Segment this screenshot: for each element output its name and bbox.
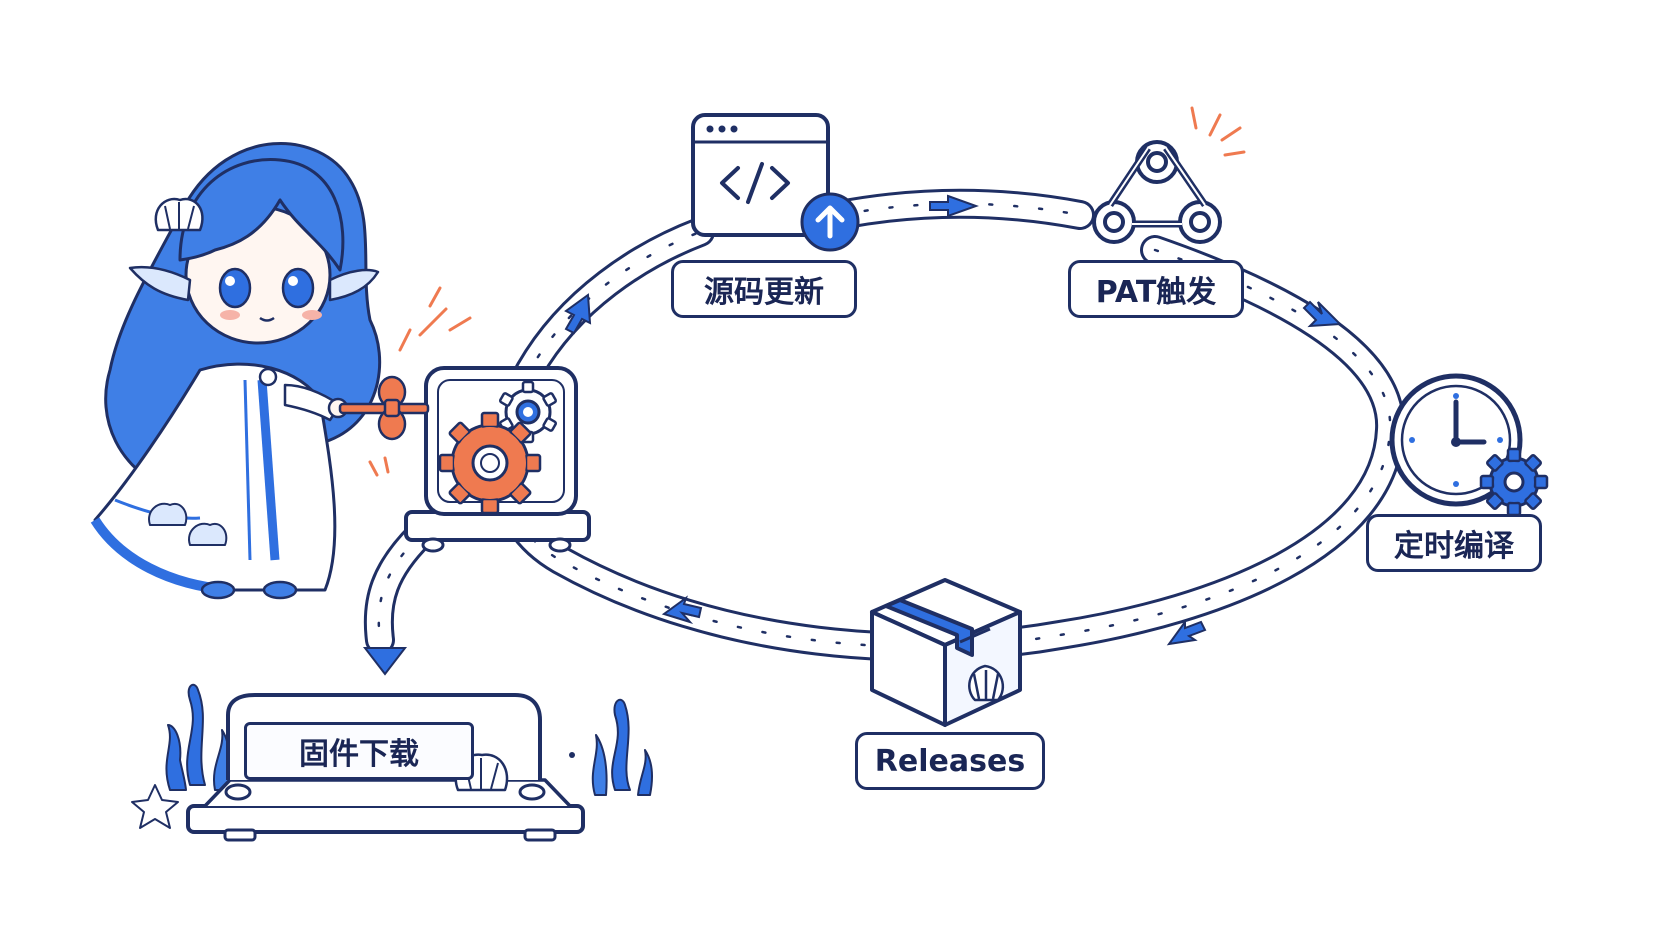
mermaid-girl-illustration — [90, 142, 382, 600]
wind-up-key-icon — [338, 375, 430, 441]
arrow-down-icon — [362, 647, 408, 676]
firmware-download-label[interactable]: 固件下载 — [244, 722, 474, 780]
spark-icon — [1190, 106, 1246, 157]
arrow-left-icon — [661, 595, 703, 625]
upload-badge-icon — [800, 192, 860, 252]
node-label-releases: Releases — [855, 732, 1045, 790]
spark-icon — [368, 286, 472, 477]
gear-machine-icon — [404, 366, 591, 553]
webhook-icon — [1092, 140, 1222, 244]
arrow-down-right-icon — [1302, 300, 1343, 328]
starfish-icon — [131, 784, 179, 829]
node-label-scheduled-build: 定时编译 — [1366, 514, 1542, 572]
arrow-left-icon — [1166, 618, 1207, 646]
node-label-source-update: 源码更新 — [671, 260, 857, 318]
node-label-pat-trigger: PAT触发 — [1068, 260, 1244, 318]
arrow-up-icon — [564, 293, 592, 335]
arrow-right-icon — [929, 194, 979, 218]
shell-icon — [968, 664, 1005, 702]
flow-arrows — [362, 194, 1343, 676]
package-box-icon — [870, 578, 1022, 727]
code-window-icon — [691, 113, 860, 252]
clock-gear-icon — [1389, 373, 1549, 517]
